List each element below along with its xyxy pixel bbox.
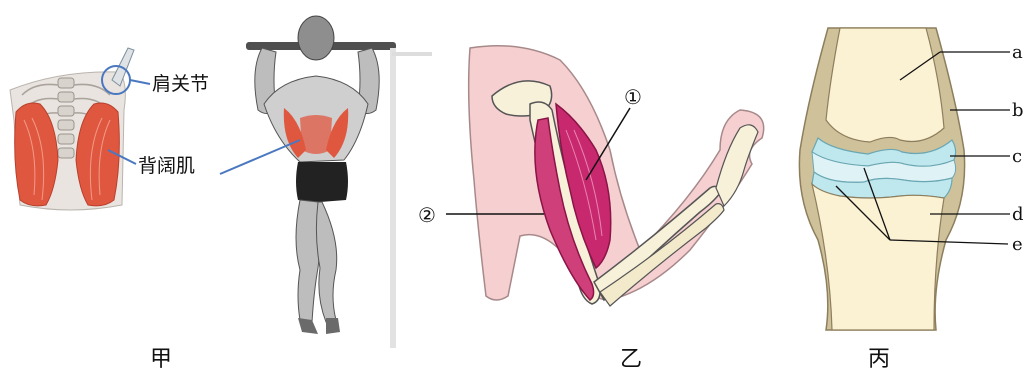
label-muscle-2: ② [418, 203, 436, 227]
shoulder-joint-pointer [130, 80, 150, 84]
label-c: c [1012, 146, 1022, 167]
caption-jia: 甲 [150, 347, 172, 372]
caption-bing: 丙 [868, 347, 890, 372]
panel-bing: a b c d e 丙 [799, 28, 1023, 372]
label-d: d [1012, 204, 1024, 225]
label-shoulder-joint: 肩关节 [152, 73, 209, 95]
latissimus-pointer-right [220, 140, 300, 174]
panel-yi: ① ② 乙 [418, 46, 764, 372]
panel-jia: 肩关节 背阔肌 甲 [10, 16, 432, 372]
back-anatomy-illustration [10, 48, 134, 210]
label-e: e [1012, 234, 1023, 255]
label-b: b [1012, 100, 1024, 121]
joint-head-bone [826, 28, 944, 142]
pull-up-figure-illustration [246, 16, 432, 348]
caption-yi: 乙 [620, 347, 642, 372]
label-muscle-1: ① [624, 85, 642, 109]
label-a: a [1012, 42, 1023, 63]
label-latissimus: 背阔肌 [138, 155, 195, 177]
